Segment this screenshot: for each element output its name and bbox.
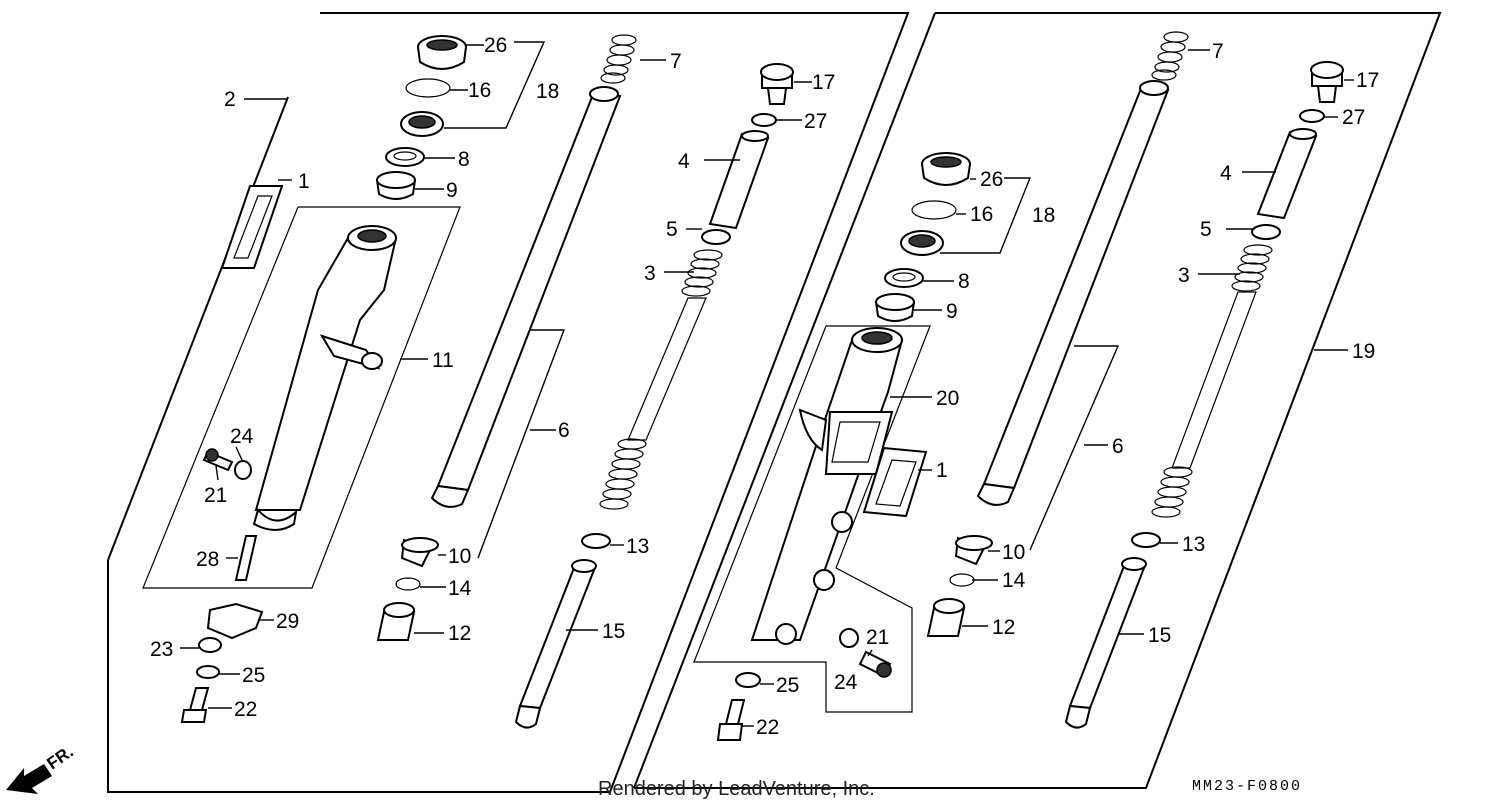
callout-l15: 15 bbox=[602, 620, 625, 643]
callout-l28: 28 bbox=[196, 548, 219, 571]
callout-l12: 12 bbox=[448, 622, 471, 645]
callout-l17: 17 bbox=[812, 71, 835, 94]
rendered-by-text: Rendered by LeadVenture, Inc. bbox=[598, 778, 875, 800]
callout-r15: 15 bbox=[1148, 624, 1171, 647]
callout-l4: 4 bbox=[678, 150, 690, 173]
callout-l5: 5 bbox=[666, 218, 678, 241]
callout-l8: 8 bbox=[458, 148, 470, 171]
callout-l11: 11 bbox=[432, 349, 454, 372]
callout-r6: 6 bbox=[1112, 435, 1124, 458]
callout-r12: 12 bbox=[992, 616, 1015, 639]
callout-l23: 23 bbox=[150, 638, 173, 661]
callout-r14: 14 bbox=[1002, 569, 1026, 592]
callout-r22: 22 bbox=[756, 716, 779, 739]
callout-r17: 17 bbox=[1356, 69, 1379, 92]
callout-l24: 24 bbox=[230, 425, 254, 448]
callout-l3: 3 bbox=[644, 262, 656, 285]
front-direction-arrow: FR. bbox=[6, 742, 77, 794]
callout-l1: 1 bbox=[298, 170, 310, 193]
callout-r13: 13 bbox=[1182, 533, 1205, 556]
callout-r19: 19 bbox=[1352, 340, 1375, 363]
callout-r26: 26 bbox=[980, 168, 1003, 191]
callout-l6: 6 bbox=[558, 419, 570, 442]
callout-l7: 7 bbox=[670, 50, 682, 73]
callout-r3: 3 bbox=[1178, 264, 1190, 287]
callout-l22: 22 bbox=[234, 698, 257, 721]
callout-l29: 29 bbox=[276, 610, 299, 633]
callout-l27: 27 bbox=[804, 110, 827, 133]
arrow-icon bbox=[6, 764, 52, 794]
left-fork-parts bbox=[180, 34, 794, 729]
callout-r7: 7 bbox=[1212, 40, 1224, 63]
callout-r8: 8 bbox=[958, 270, 970, 293]
callout-r5: 5 bbox=[1200, 218, 1212, 241]
callout-r24: 24 bbox=[834, 671, 858, 694]
callout-l16: 16 bbox=[468, 79, 491, 102]
callout-l21: 21 bbox=[204, 484, 227, 507]
callout-labels-left: 26 16 18 7 17 27 2 8 9 1 4 5 3 11 6 24 2… bbox=[150, 34, 835, 721]
callout-l2: 2 bbox=[224, 88, 236, 111]
callout-l26: 26 bbox=[484, 34, 507, 57]
direction-label: FR. bbox=[43, 742, 76, 773]
callout-r20: 20 bbox=[936, 387, 959, 410]
callout-r4: 4 bbox=[1220, 162, 1232, 185]
right-fork-parts bbox=[716, 31, 1344, 741]
callout-r25: 25 bbox=[776, 674, 799, 697]
callout-l14: 14 bbox=[448, 577, 472, 600]
callout-r9: 9 bbox=[946, 300, 958, 323]
callout-r18: 18 bbox=[1032, 204, 1055, 227]
callout-l18: 18 bbox=[536, 80, 559, 103]
callout-r1: 1 bbox=[936, 459, 948, 482]
leader-lines bbox=[180, 41, 1354, 727]
callout-l10: 10 bbox=[448, 545, 471, 568]
callout-r27: 27 bbox=[1342, 106, 1365, 129]
frame-lines bbox=[107, 12, 1442, 793]
callout-r10: 10 bbox=[1002, 541, 1025, 564]
callout-r16: 16 bbox=[970, 203, 993, 226]
callout-r21: 21 bbox=[866, 626, 889, 649]
callout-l13: 13 bbox=[626, 535, 649, 558]
callout-l9: 9 bbox=[446, 179, 458, 202]
callout-labels-right: 7 17 27 4 26 16 18 5 3 8 9 19 20 6 1 10 … bbox=[756, 40, 1379, 739]
diagram-code: MM23-F0800 bbox=[1192, 778, 1302, 795]
callout-l25: 25 bbox=[242, 664, 265, 687]
